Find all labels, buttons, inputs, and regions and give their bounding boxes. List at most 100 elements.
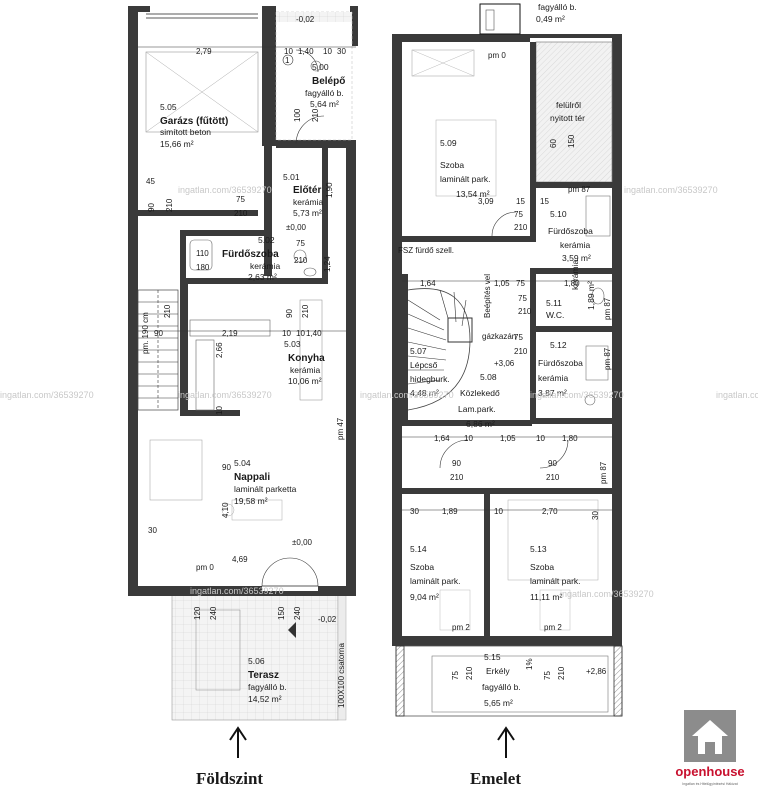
room-num: 5.09: [440, 138, 457, 148]
svg-text:210: 210: [294, 256, 308, 265]
pm2-right: pm 2: [544, 623, 562, 632]
room-name: Előtér: [293, 185, 321, 196]
svg-text:75: 75: [543, 671, 552, 680]
slope: 1%: [525, 658, 534, 670]
room-mat: fagyálló b.: [482, 682, 521, 692]
room-name: Belépő: [312, 76, 345, 87]
room-area: 5,65 m²: [484, 698, 513, 708]
svg-text:45: 45: [146, 177, 155, 186]
room-num: 5.15: [484, 652, 501, 662]
svg-text:1,64: 1,64: [420, 279, 436, 288]
room-mat: fagyálló b.: [248, 682, 287, 692]
svg-text:3,09: 3,09: [478, 197, 494, 206]
room-area: 5,64 m²: [310, 99, 339, 109]
svg-text:90: 90: [285, 309, 294, 318]
room-name: Szoba: [530, 562, 554, 572]
void-label-1: felülről: [556, 100, 581, 110]
svg-text:75: 75: [236, 195, 245, 204]
svg-text:1,80: 1,80: [564, 279, 580, 288]
wall-east: [346, 140, 356, 596]
room-name: Szoba: [410, 562, 434, 572]
room-area: 14,52 m²: [248, 694, 282, 704]
room-num: 5.07: [410, 346, 427, 356]
wall-garage-east: [262, 6, 276, 146]
svg-text:15: 15: [516, 197, 525, 206]
level-erkely: +2,86: [586, 667, 607, 676]
room-mat: kerámia: [538, 373, 569, 383]
svg-text:75: 75: [518, 294, 527, 303]
drain-label: 100X100 csatorna: [337, 643, 346, 708]
svg-text:210: 210: [311, 108, 320, 122]
pm0-ground: pm 0: [196, 563, 214, 572]
svg-text:240: 240: [293, 606, 302, 620]
room-name: Közlekedő: [460, 388, 500, 398]
watermarks: ingatlan.com/36539270 ingatlan.com/36539…: [0, 185, 758, 599]
svg-text:210: 210: [514, 347, 528, 356]
svg-text:ingatlan.com/36539270: ingatlan.com/36539270: [530, 390, 624, 400]
wall-upper-west: [392, 34, 402, 644]
svg-text:210: 210: [465, 666, 474, 680]
room-num: 5.02: [258, 235, 275, 245]
svg-text:1,05: 1,05: [494, 279, 510, 288]
room-mat: laminált parketta: [234, 484, 297, 494]
svg-text:10: 10: [323, 47, 332, 56]
wall-upper-south: [392, 636, 622, 646]
room-num: 5.10: [550, 209, 567, 219]
level-eloter: ±0,00: [286, 223, 307, 232]
room-name: Terasz: [248, 670, 279, 681]
boiler-label: gázkazán: [482, 332, 516, 341]
svg-text:ingatlan.com/36539270: ingatlan.com/36539270: [178, 185, 272, 195]
svg-text:10: 10: [215, 406, 224, 415]
ground-floor-title: Földszint: [196, 769, 263, 788]
entrance-area: [275, 11, 353, 141]
vent-label: FSZ fürdő szell.: [398, 246, 454, 255]
misc-labels: felülről nyitott tér fagyálló b. 0,49 m²…: [141, 2, 585, 708]
room-area: 19,58 m²: [234, 496, 268, 506]
room-mat: fagyálló b.: [305, 88, 344, 98]
room-mat: laminált park.: [410, 576, 461, 586]
svg-text:ingatlan.com/36539270: ingatlan.com/36539270: [178, 390, 272, 400]
svg-text:210: 210: [163, 304, 172, 318]
svg-text:ingatlan.com/36539270: ingatlan.com/36539270: [560, 589, 654, 599]
room-name: Erkély: [486, 666, 510, 676]
svg-text:90: 90: [154, 329, 163, 338]
svg-text:90: 90: [452, 459, 461, 468]
svg-text:ingatlan.com/36539270: ingatlan.com/36539270: [0, 390, 94, 400]
terrace-area: [171, 589, 339, 721]
svg-text:210: 210: [518, 307, 532, 316]
room-area: 9,04 m²: [410, 592, 439, 602]
svg-text:ingatlan.com/36539270: ingatlan.com/36539270: [190, 586, 284, 596]
svg-text:1,64: 1,64: [434, 434, 450, 443]
room-area: 10,06 m²: [288, 376, 322, 386]
pm87-a: pm 87: [568, 185, 591, 194]
svg-text:1,89: 1,89: [442, 507, 458, 516]
room-name: Fürdőszoba: [222, 249, 279, 260]
svg-text:210: 210: [234, 209, 248, 218]
svg-text:60: 60: [549, 139, 558, 148]
room-num: 5.13: [530, 544, 547, 554]
dimensions: 2,79 10 1,40 10 30 100 210 90 210 45 75 …: [138, 46, 612, 680]
room-mat: kerámia: [250, 261, 281, 271]
wall-south: [128, 586, 356, 596]
svg-text:1,40: 1,40: [298, 47, 314, 56]
level-lepcso: +3,06: [494, 359, 515, 368]
svg-text:210: 210: [546, 473, 560, 482]
room-name: Konyha: [288, 353, 325, 364]
svg-text:30: 30: [410, 507, 419, 516]
room-mat: hidegburk.: [410, 374, 450, 384]
marker-1: 1: [285, 56, 290, 65]
room-area: 13,54 m²: [456, 189, 490, 199]
room-mat: kerámia: [560, 240, 591, 250]
svg-text:240: 240: [209, 606, 218, 620]
ground-stairs: [137, 289, 179, 411]
svg-text:4,10: 4,10: [221, 502, 230, 518]
room-name: Fürdőszoba: [538, 358, 583, 368]
svg-text:210: 210: [450, 473, 464, 482]
room-area: 6,86 m²: [466, 419, 495, 429]
room-name: Garázs (fűtött): [160, 116, 228, 127]
svg-text:10: 10: [282, 329, 291, 338]
room-mat: laminált park.: [440, 174, 491, 184]
room-mat: kerámia: [293, 197, 324, 207]
svg-text:110: 110: [196, 249, 209, 258]
